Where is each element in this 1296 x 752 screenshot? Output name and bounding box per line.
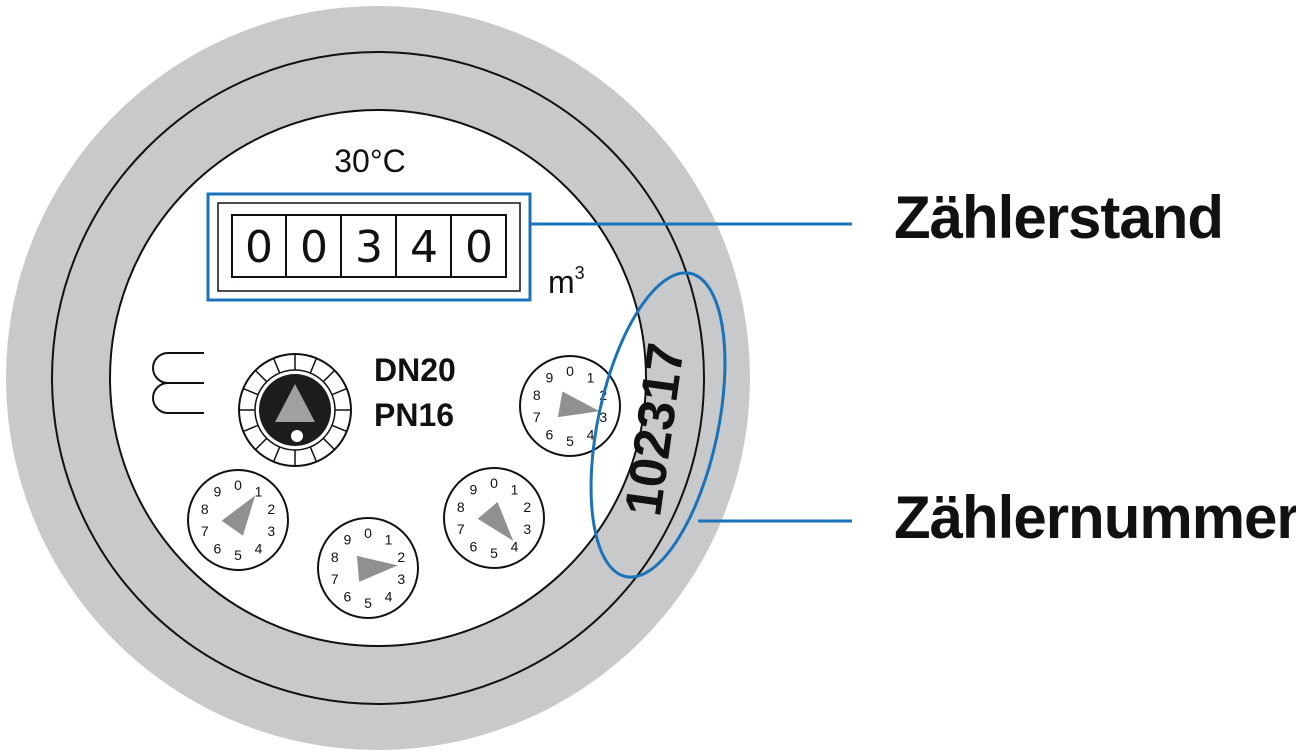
dial-number: 4 (587, 426, 595, 442)
star-wheel-tick (272, 357, 281, 374)
dial-number: 3 (397, 571, 405, 587)
dial-number: 6 (470, 538, 478, 554)
dial-number: 1 (385, 532, 393, 548)
dial-number: 9 (214, 484, 222, 500)
dial-number: 0 (566, 363, 574, 379)
dial-number: 2 (523, 499, 531, 515)
dial-number: 8 (201, 501, 209, 517)
dial-number: 6 (546, 426, 554, 442)
dial-number: 4 (511, 538, 519, 554)
dial-number: 3 (267, 523, 275, 539)
temperature-label: 30°C (334, 143, 406, 179)
star-wheel-tick (322, 369, 336, 383)
pressure-rating-label: PN16 (374, 397, 454, 433)
dial-number: 4 (385, 588, 393, 604)
dial-number: 9 (470, 482, 478, 498)
serial-highlight-ellipse (589, 271, 727, 579)
dial-number: 1 (511, 482, 519, 498)
star-wheel-tick (272, 446, 281, 463)
serial-callout-label: Zählernummer (894, 484, 1296, 551)
dial-number: 8 (331, 549, 339, 565)
dial-number: 7 (331, 571, 339, 587)
star-wheel-tick (254, 437, 268, 451)
counter-digit-5: 0 (465, 222, 493, 273)
star-wheel-tick (331, 424, 348, 433)
dial-number: 7 (201, 523, 209, 539)
dial-number: 1 (255, 484, 263, 500)
dial-number: 8 (533, 387, 541, 403)
flow-indicator-triangle (275, 384, 315, 422)
unit-exponent: 3 (575, 263, 585, 283)
dial-number: 4 (255, 540, 263, 556)
star-wheel-tick (242, 387, 259, 396)
counter-display: 0 0 3 4 0 (206, 192, 532, 302)
dial-number: 2 (267, 501, 275, 517)
dial-number: 1 (587, 370, 595, 386)
dial-number: 5 (234, 547, 242, 563)
dial-pointer (477, 501, 514, 541)
dial-number: 0 (234, 477, 242, 493)
dial-number: 0 (364, 525, 372, 541)
counter-digit-4: 4 (410, 222, 438, 273)
dial-number: 3 (599, 409, 607, 425)
dial-number: 5 (490, 545, 498, 561)
star-wheel-tick (322, 437, 336, 451)
counter-digit-2: 0 (300, 222, 328, 273)
flow-indicator-star-wheel (238, 353, 352, 467)
dial-pointer (356, 555, 398, 582)
star-wheel-tick (242, 424, 259, 433)
counter-digit-1: 0 (245, 222, 273, 273)
dial-number: 5 (364, 595, 372, 611)
dial-number: 9 (344, 532, 352, 548)
dial-number: 5 (566, 433, 574, 449)
dial-number: 0 (490, 475, 498, 491)
star-wheel-tick (309, 357, 318, 374)
unit-base: m (548, 264, 575, 300)
unit-label: m3 (548, 263, 585, 300)
meter-inner-ring-line (51, 51, 705, 705)
dial-number: 8 (457, 499, 465, 515)
dial-pointer (557, 391, 600, 418)
manufacturer-logo-icon (152, 352, 204, 414)
dial-pointer (221, 495, 256, 536)
dial-number: 6 (214, 540, 222, 556)
star-wheel-tick (254, 369, 268, 383)
nominal-diameter-label: DN20 (374, 352, 456, 388)
dial-number: 7 (533, 409, 541, 425)
dial-number: 7 (457, 521, 465, 537)
star-wheel-tick (309, 446, 318, 463)
dial-number: 6 (344, 588, 352, 604)
reading-callout-label: Zählerstand (894, 184, 1223, 251)
dial-number: 3 (523, 521, 531, 537)
counter-digit-3: 3 (355, 222, 383, 273)
dial-number: 2 (397, 549, 405, 565)
dial-number: 9 (546, 370, 554, 386)
star-wheel-tick (331, 387, 348, 396)
